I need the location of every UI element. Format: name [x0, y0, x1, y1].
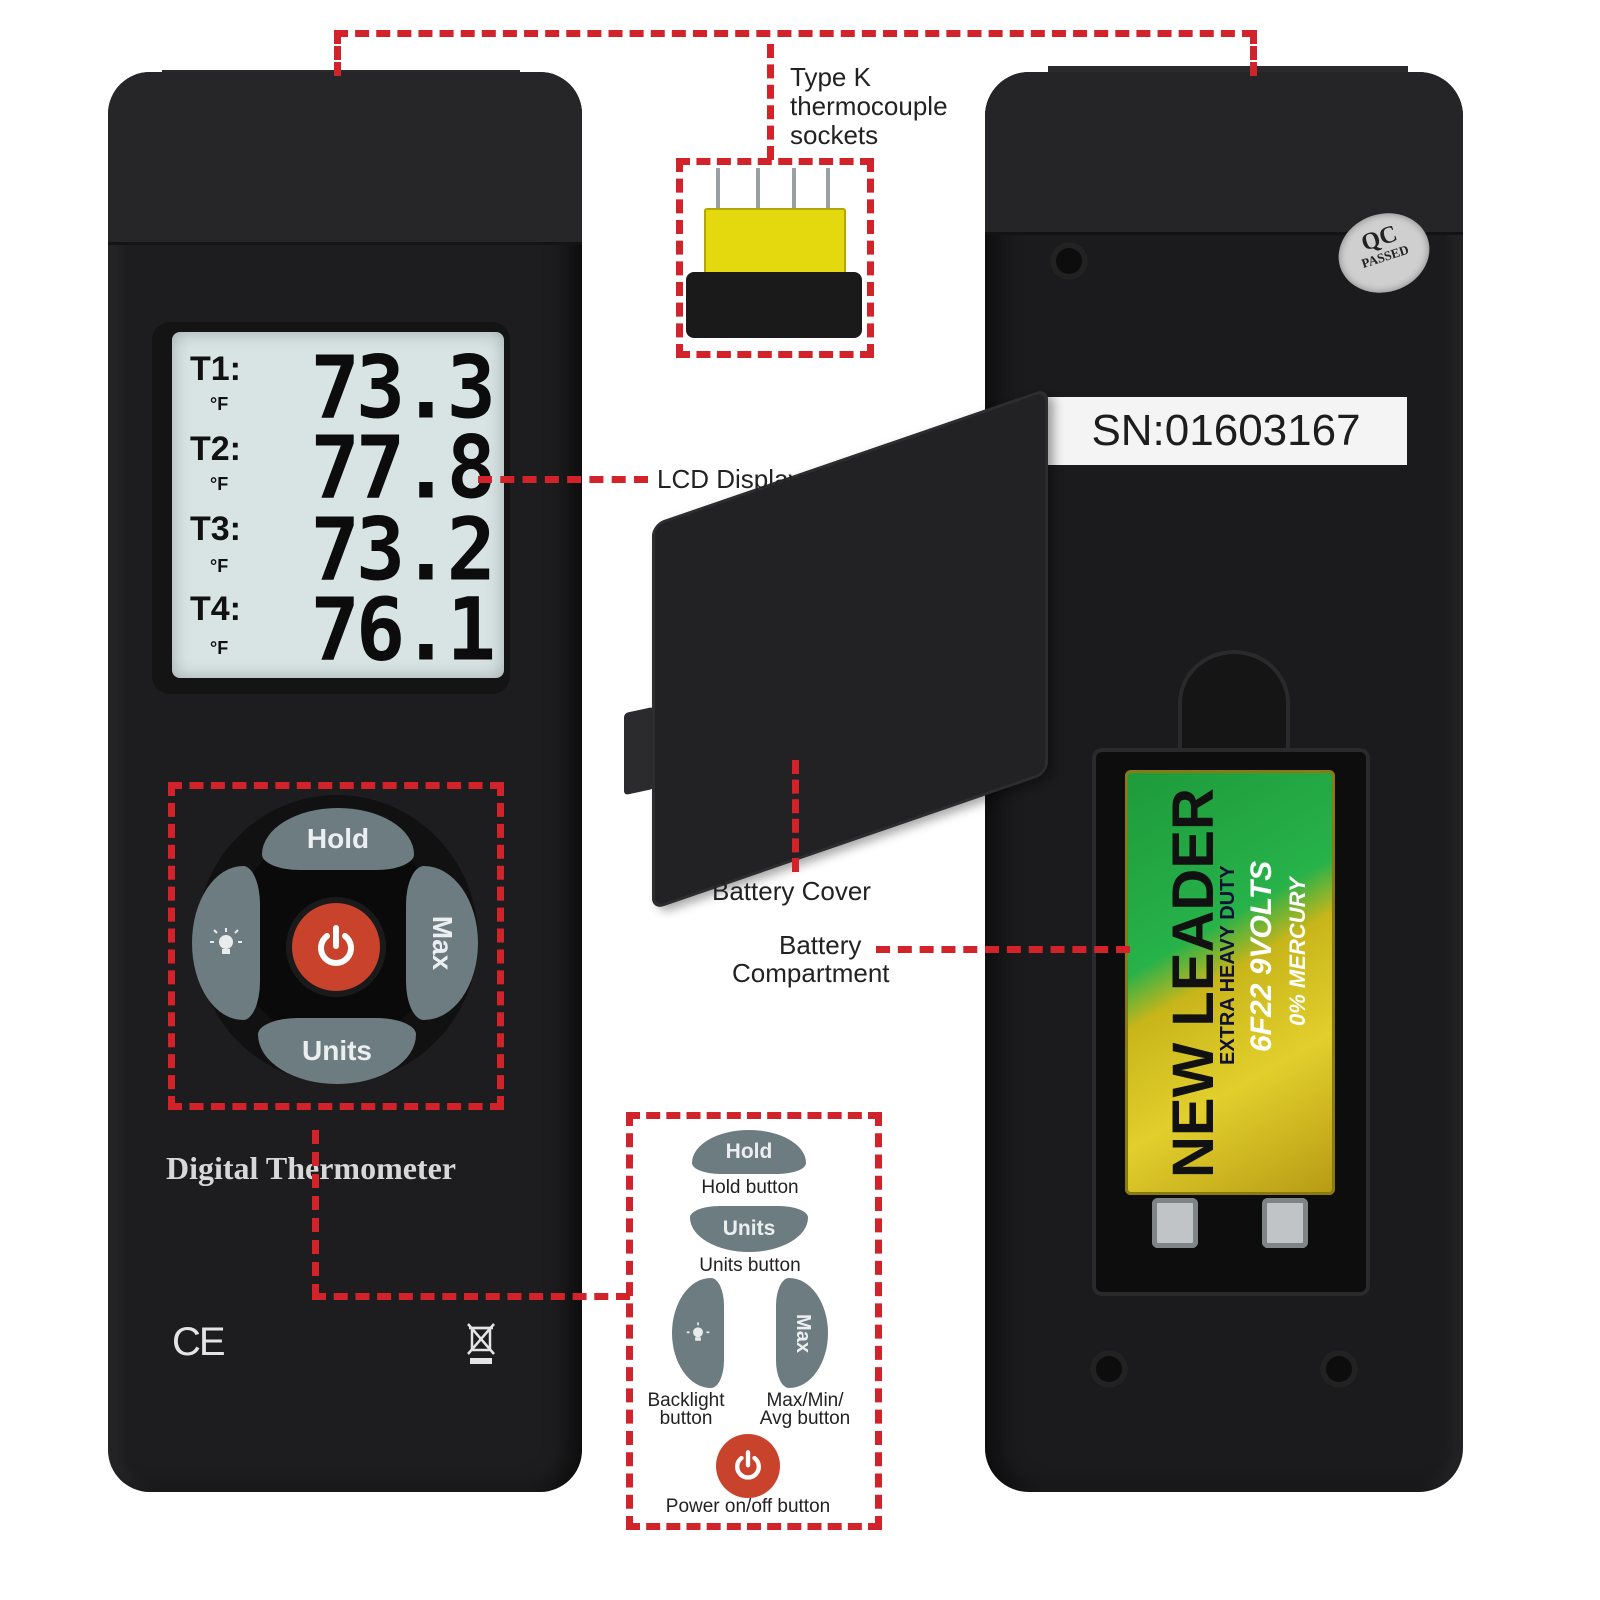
- legend-max-button-text: Max: [791, 1313, 814, 1353]
- socket-pin: [716, 168, 720, 208]
- lcd-t2-value: 77.8: [310, 418, 496, 519]
- power-icon: [735, 1450, 761, 1480]
- lcd-t2-unit: °F: [210, 474, 229, 494]
- lcd-t4-value: 76.1: [310, 580, 496, 681]
- callout-line-battery-cover: [792, 760, 799, 872]
- keypad-highlight-box: [168, 782, 504, 1110]
- lcd-t1-label: T1:: [190, 350, 241, 388]
- lcd-t3-label: T3:: [190, 510, 241, 548]
- screw-icon: [1320, 1350, 1358, 1388]
- legend-max-label-1: Max/Min/: [766, 1390, 844, 1411]
- back-top-cap: [985, 72, 1463, 235]
- callout-sockets-line1: Type K: [790, 62, 871, 92]
- callout-line-lcd: [478, 476, 648, 483]
- battery-duty: EXTRA HEAVY DUTY: [1217, 865, 1239, 1065]
- socket-base: [686, 272, 862, 338]
- hold-button-label: Hold: [306, 823, 370, 854]
- legend-backlight-label-1: Backlight: [647, 1390, 725, 1411]
- legend-power-button: [716, 1434, 780, 1498]
- power-icon: [318, 925, 354, 966]
- sockets-highlight-box: [676, 158, 874, 358]
- units-button-label: Units: [302, 1035, 372, 1066]
- lcd-t1-value: 73.3: [310, 338, 496, 439]
- lcd-t3-value: 73.2: [310, 500, 496, 601]
- legend-hold-label: Hold button: [701, 1177, 799, 1198]
- callout-sockets-line3: sockets: [790, 120, 879, 150]
- power-button[interactable]: [292, 903, 380, 991]
- socket-pin: [826, 168, 830, 208]
- button-legend-box: [626, 1112, 882, 1530]
- battery-mercury: 0% MERCURY: [1285, 877, 1310, 1026]
- lcd-t1-unit: °F: [210, 394, 229, 414]
- device-brand-text: Digital Thermometer: [166, 1150, 456, 1186]
- screw-icon: [1050, 242, 1088, 280]
- screw-icon: [1090, 1350, 1128, 1388]
- legend-backlight-label-2: button: [659, 1408, 713, 1429]
- socket-pin: [792, 168, 796, 208]
- legend-units-button-text: Units: [722, 1217, 776, 1240]
- legend-units-label: Units button: [699, 1255, 801, 1276]
- lcd-t4-label: T4:: [190, 590, 241, 628]
- socket-pin: [756, 168, 760, 208]
- battery: NEW LEADER EXTRA HEAVY DUTY 6F22 9VOLTS …: [1125, 770, 1335, 1195]
- callout-line-battery-compartment: [876, 946, 1130, 953]
- callout-line-sockets: [767, 44, 774, 160]
- battery-cover-tab: [624, 706, 654, 796]
- callout-line-top-left: [334, 30, 341, 76]
- callout-battery-cover: Battery Cover: [712, 876, 871, 906]
- callout-compartment-line1: Battery: [779, 930, 862, 960]
- lightbulb-icon: [210, 928, 242, 954]
- lcd-t2-label: T2:: [190, 430, 241, 468]
- serial-number-label: SN:01603167: [1045, 397, 1407, 465]
- lightbulb-icon: [686, 1322, 710, 1341]
- lcd-display: [172, 332, 504, 678]
- callout-line-top: [334, 30, 1256, 37]
- callout-line-keypad-down: [312, 1130, 319, 1298]
- callout-line-top-right: [1250, 30, 1257, 76]
- callout-line-keypad-across: [312, 1293, 630, 1300]
- battery-terminal-icon: [1262, 1198, 1308, 1248]
- battery-terminal-icon: [1152, 1198, 1198, 1248]
- front-top-cap: [108, 72, 582, 245]
- legend-hold-button-text: Hold: [725, 1140, 773, 1163]
- callout-lcd-display: LCD Display: [657, 464, 802, 494]
- lcd-t4-unit: °F: [210, 638, 229, 658]
- callout-sockets-line2: thermocouple: [790, 91, 948, 121]
- ce-mark: CE: [172, 1320, 226, 1364]
- battery-clip-housing: [1178, 650, 1290, 756]
- thermocouple-socket-block: [704, 208, 846, 278]
- callout-compartment-line2: Compartment: [732, 958, 890, 988]
- lcd-t3-unit: °F: [210, 556, 229, 576]
- legend-max-label-2: Avg button: [759, 1408, 851, 1429]
- legend-power-label: Power on/off button: [665, 1496, 831, 1517]
- battery-voltage: 6F22 9VOLTS: [1245, 860, 1278, 1052]
- weee-bin-icon: [467, 1323, 495, 1364]
